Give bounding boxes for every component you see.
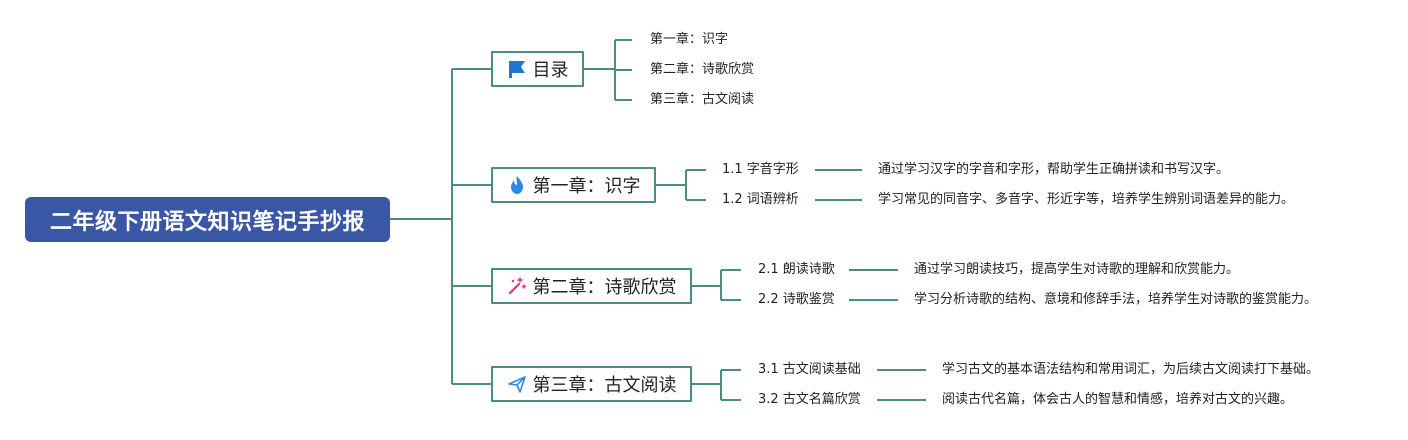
ch2-section-2[interactable]: 2.2 诗歌鉴赏: [758, 292, 835, 307]
ch1-section-2[interactable]: 1.2 词语辨析: [722, 192, 799, 207]
magic-wand-icon: [507, 276, 527, 296]
fire-icon: [507, 175, 527, 195]
ch1-section-1[interactable]: 1.1 字音字形: [722, 162, 799, 177]
root-title: 二年级下册语文知识笔记手抄报: [49, 209, 365, 235]
root-topic[interactable]: 二年级下册语文知识笔记手抄报: [25, 197, 390, 242]
branch-chapter-3[interactable]: 第三章：古文阅读: [491, 366, 692, 402]
branch-label: 第一章：识字: [532, 176, 641, 197]
branch-label: 第三章：古文阅读: [532, 375, 677, 396]
toc-item-1[interactable]: 第一章：识字: [650, 32, 729, 47]
ch1-section-2-desc: 学习常见的同音字、多音字、形近字等，培养学生辨别词语差异的能力。: [878, 192, 1295, 207]
ch3-section-1[interactable]: 3.1 古文阅读基础: [758, 362, 861, 377]
branch-chapter-1[interactable]: 第一章：识字: [491, 167, 656, 203]
ch2-section-2-desc: 学习分析诗歌的结构、意境和修辞手法，培养学生对诗歌的鉴赏能力。: [914, 292, 1318, 307]
branch-toc[interactable]: 目录: [491, 51, 584, 87]
ch2-section-1-desc: 通过学习朗读技巧，提高学生对诗歌的理解和欣赏能力。: [914, 262, 1240, 277]
branch-chapter-2[interactable]: 第二章：诗歌欣赏: [491, 268, 692, 304]
branch-label: 目录: [532, 60, 569, 81]
ch1-section-1-desc: 通过学习汉字的字音和字形，帮助学生正确拼读和书写汉字。: [878, 162, 1230, 177]
ch3-section-1-desc: 学习古文的基本语法结构和常用词汇，为后续古文阅读打下基础。: [942, 362, 1320, 377]
branch-label: 第二章：诗歌欣赏: [532, 277, 677, 298]
toc-item-2[interactable]: 第二章：诗歌欣赏: [650, 62, 755, 77]
ch3-section-2-desc: 阅读古代名篇，体会古人的智慧和情感，培养对古文的兴趣。: [942, 392, 1294, 407]
toc-item-3[interactable]: 第三章：古文阅读: [650, 92, 755, 107]
paper-plane-icon: [507, 374, 527, 394]
ch3-section-2[interactable]: 3.2 古文名篇欣赏: [758, 392, 861, 407]
flag-icon: [507, 59, 527, 79]
ch2-section-1[interactable]: 2.1 朗读诗歌: [758, 262, 835, 277]
